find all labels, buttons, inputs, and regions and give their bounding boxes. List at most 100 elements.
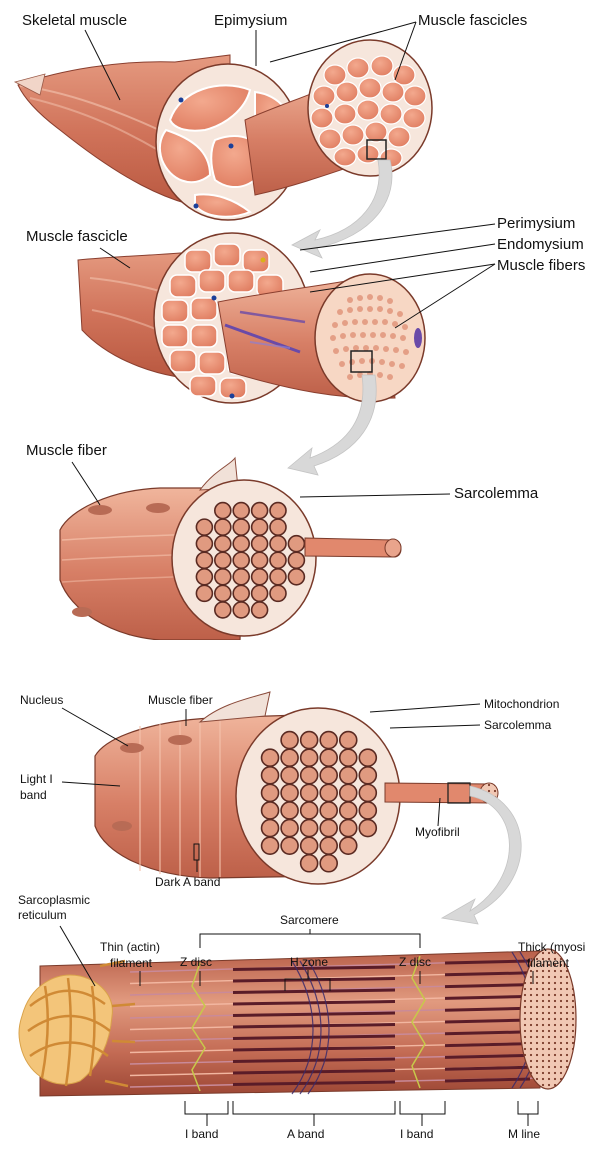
myofibril-circle bbox=[281, 802, 298, 819]
myofibril-circle bbox=[320, 784, 337, 801]
label-perimysium: Perimysium bbox=[497, 215, 575, 232]
myofibril-circle bbox=[320, 767, 337, 784]
myofibril-circle bbox=[288, 552, 304, 568]
label-sarcomere: Sarcomere bbox=[280, 913, 339, 927]
myofibril-circle bbox=[281, 767, 298, 784]
bottom-diagram: Nucleus Muscle fiber Mitochondrion Sarco… bbox=[0, 686, 595, 1151]
myofibril-circle bbox=[281, 837, 298, 854]
myofibril-circle bbox=[215, 503, 231, 519]
myofibril-circle bbox=[270, 536, 286, 552]
label-light-i-band-line2: band bbox=[20, 788, 47, 802]
label-skeletal-muscle: Skeletal muscle bbox=[22, 12, 127, 29]
thick-filament-line bbox=[445, 985, 530, 987]
myofibril-circle bbox=[252, 585, 268, 601]
label-myofibril: Myofibril bbox=[415, 825, 460, 839]
thick-filament-line bbox=[445, 1020, 530, 1022]
myofibril-circle bbox=[262, 749, 279, 766]
myofibril-circle bbox=[262, 802, 279, 819]
myofibril-circle bbox=[281, 732, 298, 749]
myofibril-circle bbox=[359, 767, 376, 784]
myofibril-circle bbox=[215, 519, 231, 535]
myofibril-tube bbox=[40, 951, 540, 1096]
myofibril-end bbox=[520, 949, 576, 1089]
myofibril-circle bbox=[233, 536, 249, 552]
label-muscle-fibers: Muscle fibers bbox=[497, 257, 585, 274]
thick-filament-line bbox=[445, 1008, 530, 1010]
label-sarcoplasmic-reticulum: Sarcoplasmic bbox=[18, 893, 90, 907]
label-i-band-left: I band bbox=[185, 1127, 218, 1141]
bottom-panel-sarcomere: Nucleus Muscle fiber Mitochondrion Sarco… bbox=[0, 686, 595, 1151]
myofibril-circle bbox=[320, 732, 337, 749]
label-muscle-fascicles: Muscle fascicles bbox=[418, 12, 527, 29]
myofibril-circle bbox=[301, 732, 318, 749]
label-thick-filament: Thick (myosi bbox=[518, 940, 585, 954]
myofibril-circle bbox=[359, 802, 376, 819]
label-mitochondrion: Mitochondrion bbox=[484, 697, 559, 711]
myofibril-circle bbox=[196, 536, 212, 552]
myofibril-circle bbox=[196, 519, 212, 535]
myofibril-circle bbox=[301, 749, 318, 766]
label-sarcolemma: Sarcolemma bbox=[454, 485, 539, 502]
myofibril-circle bbox=[215, 585, 231, 601]
myofibril-circle bbox=[215, 569, 231, 585]
label-sarcoplasmic-line2: reticulum bbox=[18, 908, 67, 922]
thick-filament-line bbox=[445, 973, 530, 975]
myofibril-circle bbox=[320, 749, 337, 766]
myofibril-circle bbox=[320, 820, 337, 837]
myofibril-circle bbox=[252, 569, 268, 585]
myofibril-circle bbox=[359, 784, 376, 801]
myofibril-circle bbox=[252, 536, 268, 552]
myofibril-circle bbox=[270, 503, 286, 519]
myofibril-circle bbox=[262, 820, 279, 837]
myofibril-circle bbox=[196, 552, 212, 568]
myofibril-circle bbox=[233, 602, 249, 618]
myofibril-circle bbox=[340, 732, 357, 749]
myofibril-circle bbox=[340, 837, 357, 854]
myofibril-circle bbox=[281, 749, 298, 766]
myofibril-circle bbox=[320, 855, 337, 872]
label-muscle-fiber-2: Muscle fiber bbox=[148, 693, 213, 707]
myofibril-circle bbox=[215, 602, 231, 618]
myofibril-circle bbox=[262, 837, 279, 854]
myofibril-circle bbox=[270, 519, 286, 535]
myofibril-circle bbox=[270, 585, 286, 601]
myofibril-circle bbox=[270, 552, 286, 568]
myofibril-circle bbox=[233, 519, 249, 535]
myofibril-circle bbox=[288, 569, 304, 585]
panel-separator bbox=[0, 640, 595, 686]
myofibril-circle bbox=[196, 585, 212, 601]
myofibril-circle bbox=[359, 820, 376, 837]
myofibril-circle bbox=[320, 837, 337, 854]
zoom-arrow-3 bbox=[442, 786, 521, 924]
label-light-i-band: Light I bbox=[20, 772, 53, 786]
myofibril-circle bbox=[215, 552, 231, 568]
thick-filament-line bbox=[445, 1067, 530, 1069]
label-muscle-fascicle: Muscle fascicle bbox=[26, 228, 128, 245]
label-endomysium: Endomysium bbox=[497, 236, 584, 253]
label-muscle-fiber: Muscle fiber bbox=[26, 442, 107, 459]
top-panel-hierarchy: Skeletal muscle Epimysium Muscle fascicl… bbox=[0, 0, 595, 640]
label-a-band: A band bbox=[287, 1127, 324, 1141]
myofibril-circle bbox=[233, 503, 249, 519]
myofibril-circle bbox=[320, 802, 337, 819]
label-epimysium: Epimysium bbox=[214, 12, 287, 29]
label-thin-filament-line2: filament bbox=[110, 956, 153, 970]
myofibril-circle bbox=[252, 503, 268, 519]
myofibril-circle bbox=[301, 802, 318, 819]
label-nucleus: Nucleus bbox=[20, 693, 63, 707]
label-i-band-right: I band bbox=[400, 1127, 433, 1141]
thick-filament-line bbox=[445, 996, 530, 998]
myofibril-circle bbox=[262, 767, 279, 784]
thick-filament-line bbox=[445, 1044, 530, 1046]
top-diagram: Skeletal muscle Epimysium Muscle fascicl… bbox=[0, 0, 595, 640]
myofibril-circle bbox=[340, 820, 357, 837]
myofibril-circle bbox=[281, 820, 298, 837]
myofibril-circle bbox=[233, 585, 249, 601]
myofibril-circle bbox=[340, 749, 357, 766]
myofibril-circle bbox=[301, 767, 318, 784]
thick-filament-line bbox=[445, 1055, 530, 1057]
myofibril-circle bbox=[270, 569, 286, 585]
myofibril-circle bbox=[262, 784, 279, 801]
label-thick-filament-line2: filament bbox=[527, 956, 570, 970]
myofibril-circle bbox=[252, 552, 268, 568]
